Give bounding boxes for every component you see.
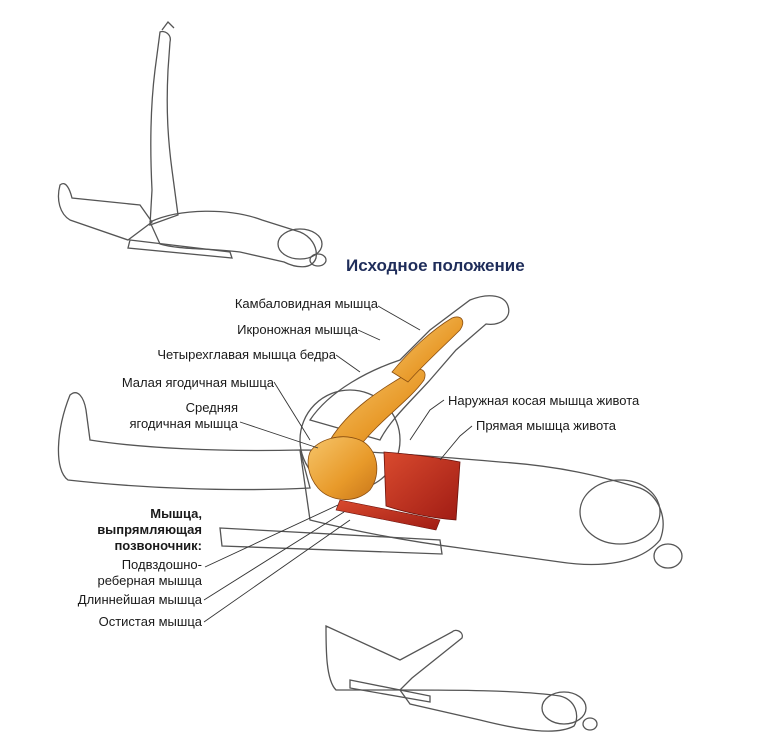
label-erector-line2: выпрямляющая — [97, 522, 202, 537]
label-longissimus: Длиннейшая мышца — [77, 592, 202, 607]
label-external-oblique: Наружная косая мышца живота — [448, 393, 640, 408]
label-gluteus-medius-line2: ягодичная мышца — [129, 416, 238, 431]
label-erector-line1: Мышца, — [150, 506, 202, 521]
label-rectus-abdominis: Прямая мышца живота — [476, 418, 616, 433]
label-quadriceps: Четырехглавая мышца бедра — [157, 347, 336, 362]
gluteus-muscle — [307, 436, 378, 500]
label-iliocostalis-line2: реберная мышца — [97, 573, 202, 588]
quadriceps-muscle — [329, 368, 426, 447]
label-iliocostalis-line1: Подвздошно- — [121, 557, 202, 572]
label-erector-line3: позвоночник: — [114, 538, 202, 553]
label-gluteus-medius-line1: Средняя — [185, 400, 238, 415]
label-gastrocnemius: Икроножная мышца — [237, 322, 358, 337]
muscles — [307, 316, 464, 531]
abdominal-muscle — [383, 451, 461, 521]
main-figure — [57, 295, 683, 569]
erector-muscle — [335, 499, 441, 531]
leader-lines — [203, 305, 473, 623]
diagram-title: Исходное положение — [346, 256, 525, 275]
label-gluteus-minimus: Малая ягодичная мышца — [121, 375, 274, 390]
bottom-figure — [325, 624, 598, 732]
top-figure — [57, 21, 327, 268]
label-spinalis: Остистая мышца — [98, 614, 202, 629]
label-soleus: Камбаловидная мышца — [234, 296, 378, 311]
calf-muscle — [391, 316, 464, 383]
